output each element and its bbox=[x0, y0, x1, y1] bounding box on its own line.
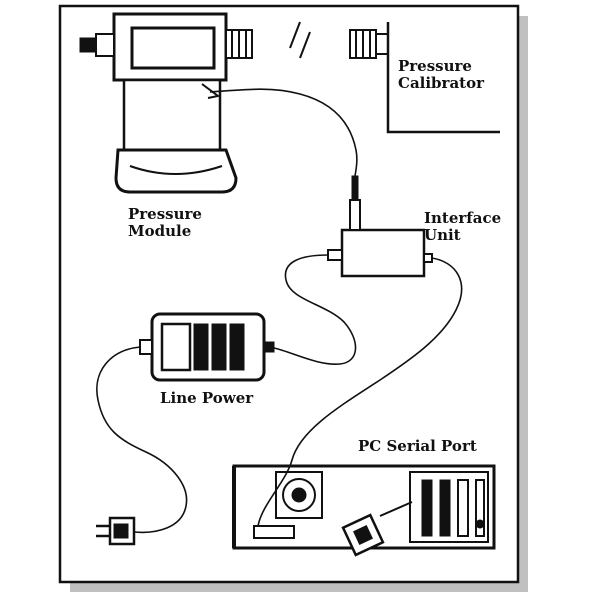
adapter-panel bbox=[160, 322, 192, 372]
label-line: Unit bbox=[424, 226, 461, 244]
pressure-module bbox=[79, 12, 253, 194]
label-interface-unit: Interface Unit bbox=[424, 210, 501, 244]
interface-connector-top bbox=[349, 199, 361, 231]
wall-plug bbox=[96, 516, 136, 546]
adapter-port-left bbox=[139, 339, 153, 355]
label-pressure-module: Pressure Module bbox=[128, 206, 202, 240]
module-display bbox=[130, 26, 216, 70]
label-pc-serial-port: PC Serial Port bbox=[358, 437, 477, 455]
cable-interface-to-pc bbox=[257, 257, 463, 527]
line-power-adapter bbox=[139, 312, 275, 382]
break-mark bbox=[299, 31, 311, 59]
interface-connector-right bbox=[423, 253, 433, 263]
module-body bbox=[122, 78, 222, 152]
cable-power-to-plug bbox=[96, 346, 188, 534]
label-line: Pressure bbox=[128, 205, 202, 223]
interface-unit-box bbox=[340, 228, 426, 278]
label-line: Module bbox=[128, 222, 192, 240]
interface-unit bbox=[327, 175, 433, 278]
cable-interface-to-power bbox=[273, 254, 357, 365]
interface-plug bbox=[351, 175, 359, 201]
module-base-detail bbox=[129, 165, 223, 175]
break-mark bbox=[289, 21, 301, 49]
cable-module-to-interface bbox=[209, 88, 358, 177]
adapter-port-right bbox=[263, 341, 275, 353]
module-fitting-left bbox=[95, 33, 115, 57]
module-cable-port bbox=[201, 83, 221, 99]
label-line: Pressure bbox=[398, 57, 472, 75]
label-line-power: Line Power bbox=[160, 389, 254, 407]
interface-connector-left bbox=[327, 249, 343, 261]
module-fitting-left-cap bbox=[79, 37, 97, 53]
pc-case bbox=[232, 464, 496, 557]
pc-port-strip bbox=[253, 525, 295, 539]
calibrator-fitting bbox=[349, 29, 389, 59]
label-pressure-calibrator: Pressure Calibrator bbox=[398, 58, 484, 92]
calibrator-outline bbox=[386, 22, 500, 134]
cables bbox=[96, 88, 463, 534]
label-line: Interface bbox=[424, 209, 502, 227]
label-line: Calibrator bbox=[398, 74, 485, 92]
module-base bbox=[114, 148, 238, 194]
